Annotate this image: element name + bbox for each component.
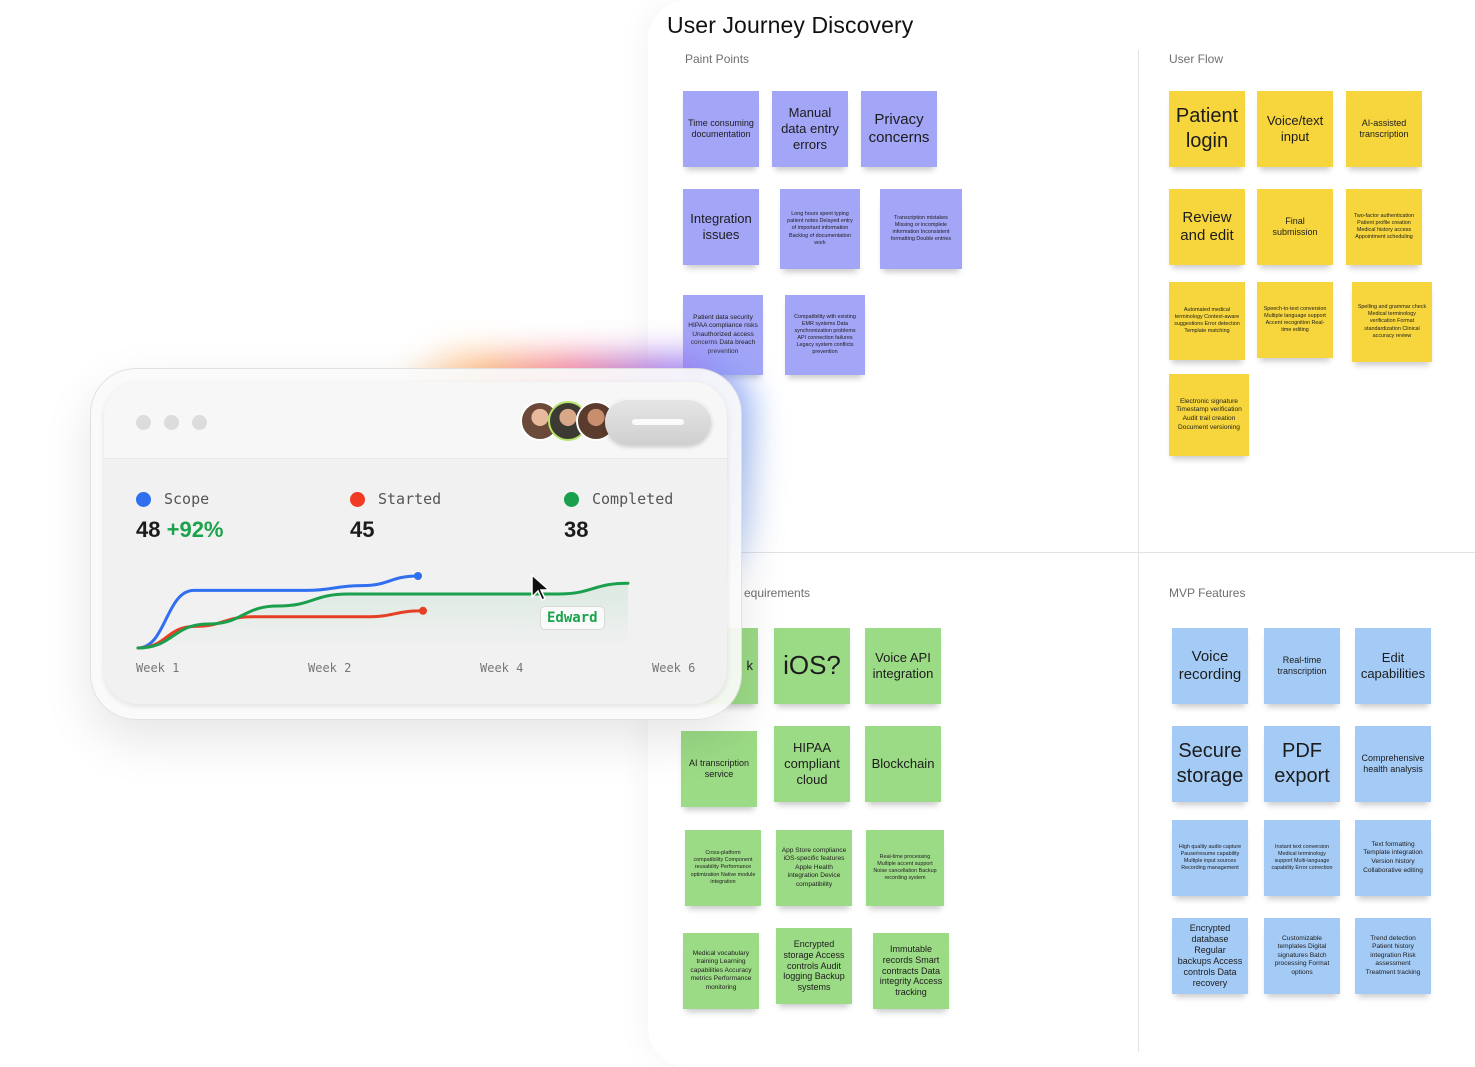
window-dot-icon xyxy=(192,415,207,430)
sticky-note[interactable]: Blockchain xyxy=(865,726,941,802)
sticky-note[interactable]: Text formatting Template integration Ver… xyxy=(1355,820,1431,896)
horizontal-divider xyxy=(740,552,1475,553)
sticky-note[interactable]: Secure storage xyxy=(1172,726,1248,802)
share-toggle-button[interactable] xyxy=(605,399,711,445)
x-tick-label: Week 2 xyxy=(308,661,352,675)
chart-card: Scope Started Completed 48 +92% 45 38 We… xyxy=(104,382,727,704)
sticky-note[interactable]: Compatibility with existing EMR systems … xyxy=(785,295,865,375)
board-title: User Journey Discovery xyxy=(667,12,914,38)
vertical-divider xyxy=(1138,50,1139,1052)
metric-started: 45 xyxy=(350,517,374,543)
series-line-completed xyxy=(136,581,630,650)
legend-started: Started xyxy=(350,490,441,508)
metric-value: 45 xyxy=(350,517,375,542)
x-tick-label: Week 1 xyxy=(136,661,180,675)
cursor-user-label: Edward xyxy=(540,606,605,630)
legend-scope: Scope xyxy=(136,490,209,508)
pill-bar-icon xyxy=(632,419,684,425)
sticky-note[interactable]: Trend detection Patient history integrat… xyxy=(1355,918,1431,994)
sticky-note[interactable]: Automated medical terminology Context-aw… xyxy=(1169,282,1245,360)
sticky-note[interactable]: Instant text conversion Medical terminol… xyxy=(1264,820,1340,896)
sticky-note[interactable]: Immutable records Smart contracts Data i… xyxy=(873,933,949,1009)
burnup-chart xyxy=(136,572,630,650)
metric-value: 38 xyxy=(564,517,589,542)
legend-label: Started xyxy=(378,490,442,508)
metric-value: 48 xyxy=(136,517,161,542)
sticky-note[interactable]: Speech-to-text conversion Multiple langu… xyxy=(1257,282,1333,358)
sticky-note[interactable]: Cross-platform compatibility Component r… xyxy=(685,830,761,906)
sticky-note[interactable]: Privacy concerns xyxy=(861,91,937,167)
sticky-note[interactable]: Long hours spent typing patient notes De… xyxy=(780,189,860,269)
sticky-note[interactable]: HIPAA compliant cloud xyxy=(774,726,850,802)
sticky-note[interactable]: Transcription mistakes Missing or incomp… xyxy=(880,189,962,269)
sticky-note[interactable]: High quality audio capture Pause/resume … xyxy=(1172,820,1248,896)
legend-label: Completed xyxy=(592,490,674,508)
sticky-note[interactable]: PDF export xyxy=(1264,726,1340,802)
sticky-note[interactable]: Voice/text input xyxy=(1257,91,1333,167)
sticky-note[interactable]: Customizable templates Digital signature… xyxy=(1264,918,1340,994)
sticky-note[interactable]: iOS? xyxy=(774,628,850,704)
cursor-arrow-icon xyxy=(531,573,551,602)
window-dot-icon xyxy=(164,415,179,430)
sticky-note[interactable]: Time consuming documentation xyxy=(683,91,759,167)
sticky-note[interactable]: App Store compliance iOS-specific featur… xyxy=(776,830,852,906)
section-label-mvp-features: MVP Features xyxy=(1169,586,1246,600)
sticky-note[interactable]: AI-assisted transcription xyxy=(1346,91,1422,167)
sticky-note[interactable]: AI transcription service xyxy=(681,731,757,807)
sticky-note[interactable]: Review and edit xyxy=(1169,189,1245,265)
metric-scope: 48 +92% xyxy=(136,517,224,543)
legend-dot-icon xyxy=(564,491,579,507)
sticky-note[interactable]: Two-factor authentication Patient profil… xyxy=(1346,189,1422,265)
sticky-note[interactable]: Medical vocabulary training Learning cap… xyxy=(683,933,759,1009)
legend-label: Scope xyxy=(164,490,210,508)
x-tick-label: Week 6 xyxy=(652,661,696,675)
section-label-pain-points: Paint Points xyxy=(685,52,750,66)
sticky-note[interactable]: Spelling and grammar check Medical termi… xyxy=(1352,282,1432,362)
sticky-note[interactable]: Real-time transcription xyxy=(1264,628,1340,704)
sticky-note[interactable]: Encrypted database Regular backups Acces… xyxy=(1172,918,1248,994)
sticky-note[interactable]: Real-time processing Multiple accent sup… xyxy=(866,830,944,906)
legend-dot-icon xyxy=(136,491,151,507)
sticky-note[interactable]: Final submission xyxy=(1257,189,1333,265)
x-tick-label: Week 4 xyxy=(480,661,524,675)
sticky-note[interactable]: Edit capabilities xyxy=(1355,628,1431,704)
sticky-note[interactable]: Manual data entry errors xyxy=(772,91,848,167)
sticky-note[interactable]: Patient login xyxy=(1169,91,1245,167)
window-dot-icon xyxy=(136,415,151,430)
sticky-note[interactable]: Comprehensive health analysis xyxy=(1355,726,1431,802)
metric-completed: 38 xyxy=(564,517,588,543)
sticky-note[interactable]: Voice API integration xyxy=(865,628,941,704)
legend-completed: Completed xyxy=(564,490,673,508)
section-label-requirements: equirements xyxy=(744,586,811,600)
series-line-scope xyxy=(136,574,420,650)
legend-dot-icon xyxy=(350,491,365,507)
series-area-completed xyxy=(138,583,628,648)
series-end-point-scope xyxy=(414,572,422,580)
sticky-note[interactable]: Encrypted storage Access controls Audit … xyxy=(776,928,852,1004)
sticky-note[interactable]: Integration issues xyxy=(683,189,759,265)
card-titlebar xyxy=(104,382,727,459)
section-label-user-flow: User Flow xyxy=(1169,52,1224,66)
sticky-note[interactable]: Voice recording xyxy=(1172,628,1248,704)
sticky-note[interactable]: Electronic signature Timestamp verificat… xyxy=(1169,374,1249,456)
metric-delta: +92% xyxy=(166,517,224,542)
